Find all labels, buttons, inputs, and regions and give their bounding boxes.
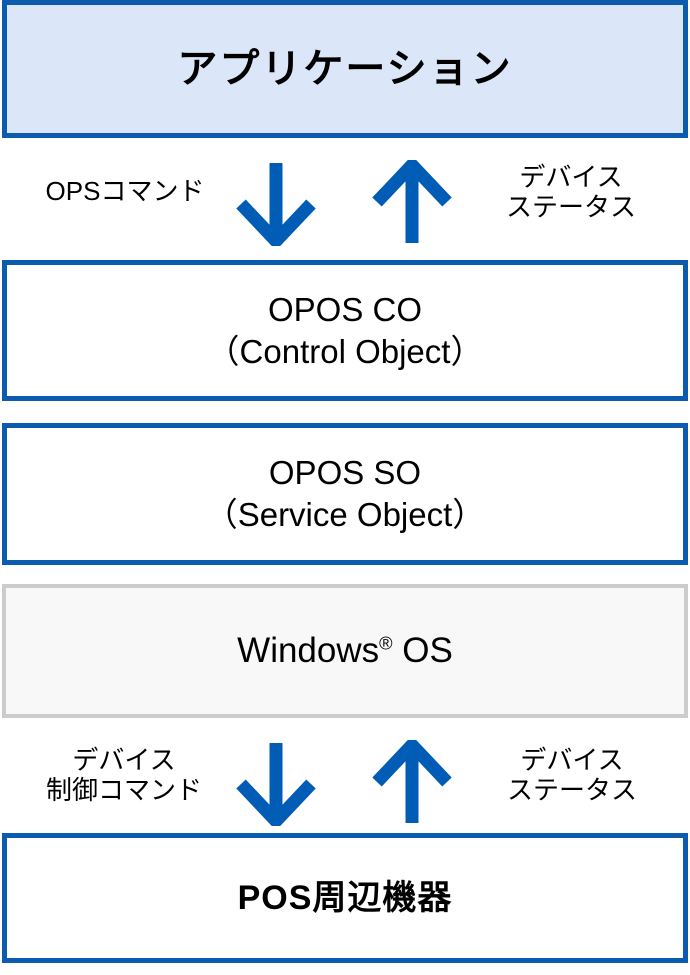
flow-label-device-status-bottom-line2: ステータス bbox=[506, 775, 637, 806]
flow-label-device-control-command: デバイス 制御コマンド bbox=[18, 745, 230, 806]
arrow-up-icon bbox=[370, 740, 454, 826]
layer-label-opos-co-line2: （Control Object） bbox=[206, 332, 484, 370]
layer-box-application: アプリケーション bbox=[2, 0, 688, 138]
arrow-up-icon bbox=[370, 160, 454, 246]
flow-band-os-to-device: デバイス 制御コマンド デバイス ステータス bbox=[0, 720, 690, 830]
layer-label-pos-peripheral-device: POS周辺機器 bbox=[237, 878, 453, 917]
flow-label-device-status-top-line1: デバイス bbox=[519, 162, 623, 192]
flow-label-device-status-bottom: デバイス ステータス bbox=[466, 745, 678, 806]
layer-label-opos-co-line1: OPOS CO bbox=[267, 290, 423, 328]
layer-label-windows-os: Windows® OS bbox=[237, 629, 453, 673]
layer-label-windows-os-name: Windows bbox=[237, 630, 380, 670]
arrow-down-icon bbox=[234, 160, 318, 246]
layer-label-opos-so-line2: （Service Object） bbox=[204, 496, 486, 533]
layer-label-windows-os-suffix: OS bbox=[392, 630, 453, 670]
registered-trademark-icon: ® bbox=[379, 633, 393, 654]
layer-box-windows-os: Windows® OS bbox=[2, 584, 688, 718]
layer-box-pos-peripheral-device: POS周辺機器 bbox=[2, 833, 688, 963]
layer-label-application: アプリケーション bbox=[177, 46, 513, 91]
arrow-down-icon bbox=[234, 740, 318, 826]
flow-label-ops-command: OPSコマンド bbox=[20, 176, 230, 206]
flow-label-device-status-top-line2: ステータス bbox=[505, 192, 636, 223]
flow-band-application-to-co: OPSコマンド デバイス ステータス bbox=[0, 140, 690, 258]
layer-box-opos-so: OPOS SO （Service Object） bbox=[2, 423, 688, 565]
flow-label-device-control-command-line1: デバイス bbox=[72, 745, 176, 775]
flow-label-device-status-top: デバイス ステータス bbox=[466, 162, 676, 223]
layer-label-opos-so-line1: OPOS SO bbox=[268, 454, 422, 492]
flow-label-ops-command-line1: OPSコマンド bbox=[45, 176, 205, 206]
flow-label-device-control-command-line2: 制御コマンド bbox=[45, 775, 202, 806]
layer-box-opos-co: OPOS CO （Control Object） bbox=[2, 260, 688, 401]
flow-label-device-status-bottom-line1: デバイス bbox=[520, 745, 624, 775]
